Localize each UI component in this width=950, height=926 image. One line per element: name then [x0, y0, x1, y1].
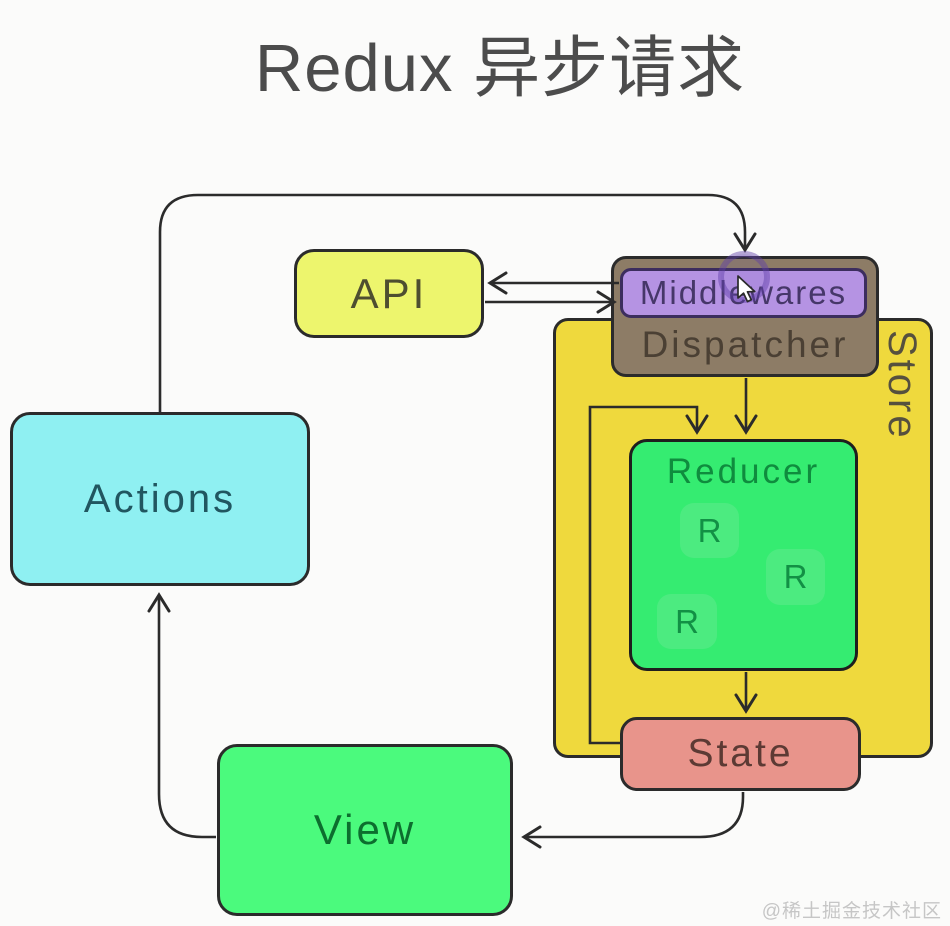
actions-box: Actions [10, 412, 310, 586]
reducer-r-label: R [675, 602, 699, 640]
middlewares-box: Middlewares [620, 268, 867, 318]
page-title: Redux 异步请求 [254, 31, 746, 106]
reducer-label: Reducer [666, 452, 821, 491]
store-label: Store [880, 330, 924, 441]
state-box: State [620, 717, 861, 791]
actions-label: Actions [83, 476, 237, 521]
reducer-r-chip: R [657, 594, 717, 649]
reducer-r-label: R [697, 511, 722, 549]
state-label: State [687, 732, 794, 775]
edge-state-to-view [521, 792, 745, 849]
view-label: View [313, 806, 417, 853]
api-label: API [350, 269, 428, 317]
reducer-r-chip: R [680, 503, 739, 558]
reducer-r-chip: R [766, 549, 825, 605]
watermark: @稀土掘金技术社区 [761, 901, 942, 922]
edge-view-to-actions [147, 592, 216, 839]
reducer-r-label: R [783, 558, 808, 595]
view-box: View [217, 744, 513, 916]
api-box: API [294, 249, 484, 338]
middlewares-label: Middlewares [639, 274, 848, 311]
dispatcher-label: Dispatcher [641, 324, 849, 365]
